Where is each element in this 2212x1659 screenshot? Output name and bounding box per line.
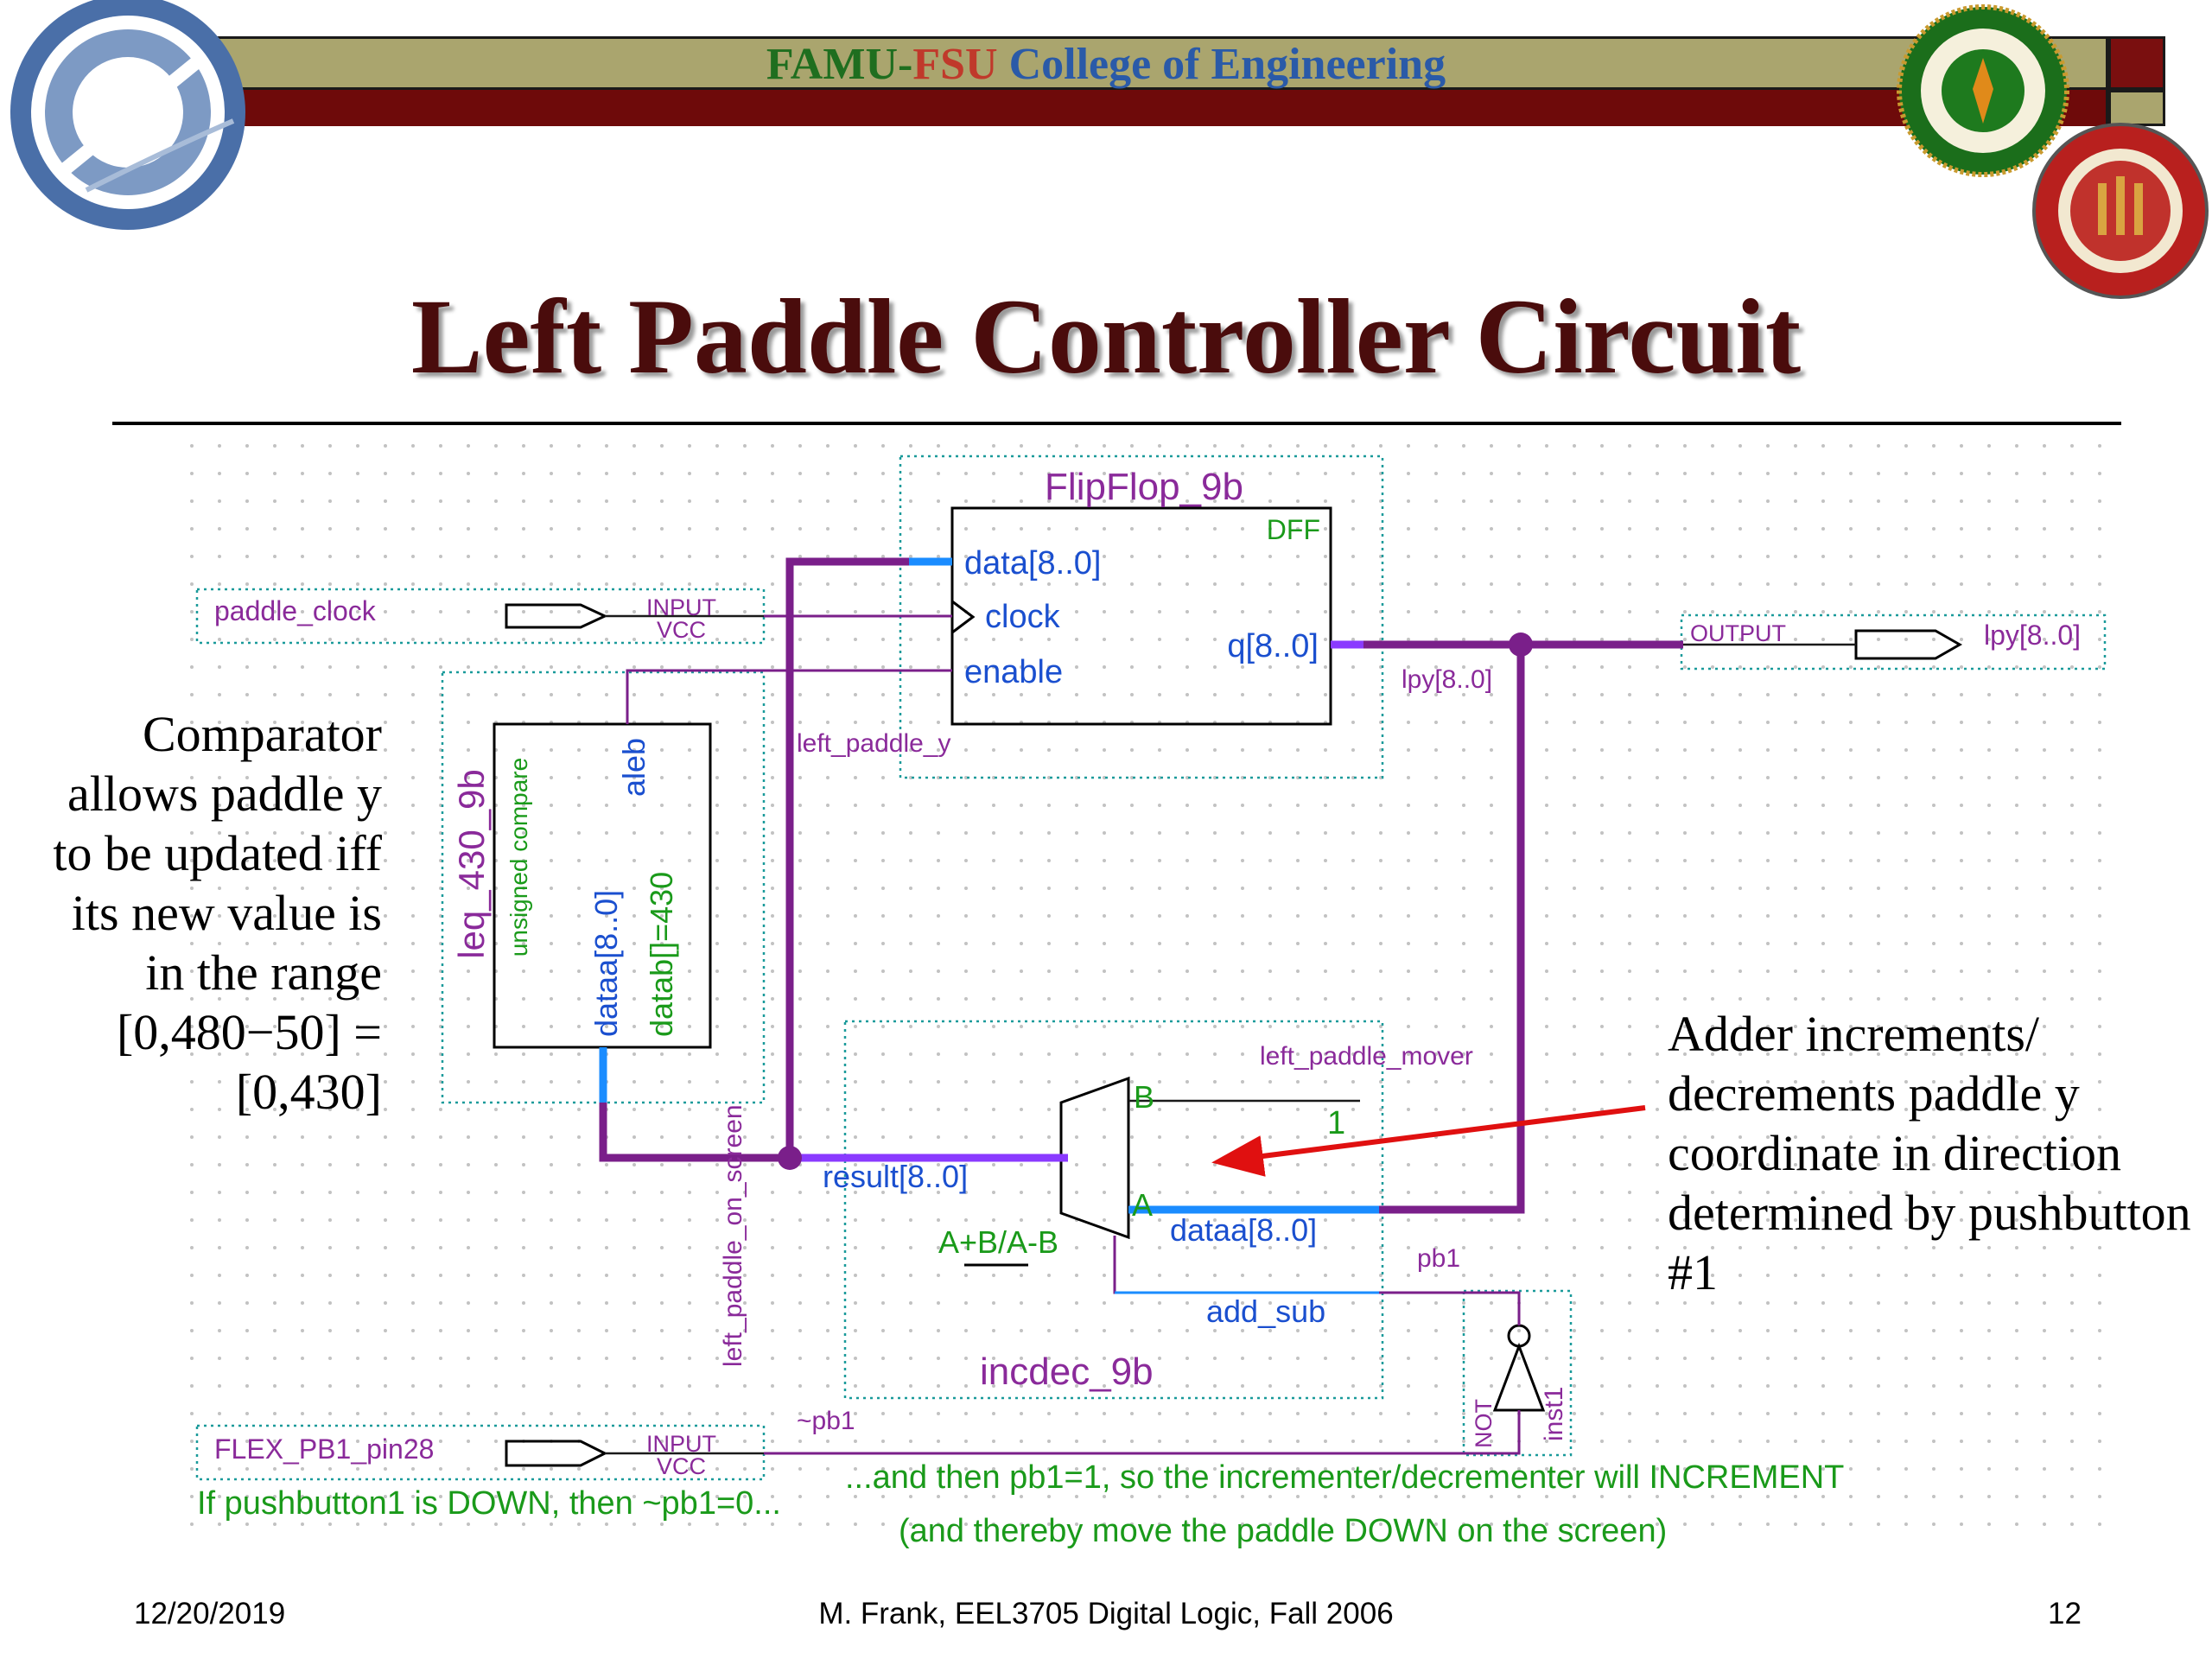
not-gate-boundary (1462, 1289, 1573, 1457)
clock-input-boundary (195, 588, 766, 645)
header-banner-end (2108, 36, 2165, 90)
caption-line-1: If pushbutton1 is DOWN, then ~pb1=0... (197, 1485, 781, 1522)
adder-body (1059, 1076, 1130, 1240)
adder-port-a: A (1132, 1187, 1153, 1223)
net-lpy-label: lpy[8..0] (1402, 665, 1492, 694)
net-pb1-label: pb1 (1417, 1244, 1460, 1273)
caption-line-2: ...and then pb1=1, so the incrementer/de… (845, 1459, 1844, 1496)
enable-wire (626, 669, 952, 724)
port-enable: enable (964, 654, 1063, 690)
comparator-note: Comparator allows paddle y to be updated… (53, 706, 382, 1120)
net-on-screen-label: left_paddle_on_screen (719, 1104, 747, 1367)
flipflop-type: DFF (1267, 514, 1320, 545)
adder-note: Adder increments/ decrements paddle y co… (1668, 1006, 2191, 1300)
port-aleb: aleb (616, 738, 652, 797)
port-clock: clock (985, 599, 1061, 635)
clock-input-name: paddle_clock (214, 595, 377, 626)
footer-date: 12/20/2019 (134, 1597, 286, 1630)
annotation-arrow (1211, 1105, 1646, 1177)
not-gate-name: inst1 (1540, 1387, 1568, 1441)
const-one: 1 (1327, 1105, 1345, 1141)
port-q: q[8..0] (1227, 628, 1319, 664)
adder-instance-label: left_paddle_mover (1260, 1042, 1473, 1071)
output-tag: OUTPUT (1690, 620, 1786, 646)
adder-function: A+B/A-B (938, 1224, 1058, 1260)
clock-triangle (951, 600, 976, 634)
port-data: data[8..0] (964, 545, 1101, 582)
junction-result (778, 1146, 802, 1170)
lpy-feedback-bus (1379, 645, 1525, 1214)
caption-line-3: (and thereby move the paddle DOWN on the… (899, 1513, 1667, 1549)
header-banner-top (69, 36, 2108, 90)
port-dataa-comp: dataa[8..0] (588, 890, 624, 1037)
pb-input-name: FLEX_PB1_pin28 (214, 1433, 434, 1465)
header-banner-bottom (69, 90, 2108, 126)
comparator-desc: unsigned compare (505, 758, 532, 957)
pb-input-vcc: VCC (657, 1453, 706, 1479)
comparator-name: leq_430_9b (451, 769, 492, 959)
pb-input-tag: INPUT (646, 1431, 716, 1457)
clock-input-tag: INPUT (646, 594, 716, 620)
college-name: FAMU-FSU College of Engineering (766, 40, 1446, 89)
pb-input-pin (505, 1440, 608, 1467)
net-left-paddle-y-label: left_paddle_y (797, 729, 950, 758)
clock-input-vcc: VCC (657, 617, 706, 643)
footer-page-number: 12 (2048, 1597, 2082, 1630)
port-dataa-adder: dataa[8..0] (1170, 1212, 1317, 1248)
fsu-seal-logo (2032, 123, 2209, 299)
slide-title: Left Paddle Controller Circuit (410, 277, 1802, 396)
not-gate-type: NOT (1471, 1399, 1497, 1448)
not-input-wire (764, 1410, 1521, 1455)
port-add-sub: add_sub (1206, 1294, 1325, 1329)
adder-name: incdec_9b (980, 1351, 1154, 1393)
left-paddle-y-bus (785, 557, 909, 1158)
pb-input-boundary (195, 1424, 766, 1481)
clock-input-pin (505, 603, 608, 629)
junction-lpy (1509, 632, 1533, 657)
output-pin (1854, 629, 1963, 660)
flipflop-name: FlipFlop_9b (1045, 466, 1243, 508)
famu-seal-logo (1897, 4, 2069, 177)
output-name: lpy[8..0] (1984, 620, 2081, 651)
net-not-pb1-label: ~pb1 (797, 1407, 855, 1435)
engineering-logo (10, 0, 245, 230)
title-divider (112, 422, 2121, 425)
port-result: result[8..0] (823, 1159, 968, 1194)
port-datab: datab[]=430 (644, 872, 679, 1037)
footer-author: M. Frank, EEL3705 Digital Logic, Fall 20… (818, 1597, 1394, 1630)
adder-port-b: B (1134, 1079, 1154, 1115)
